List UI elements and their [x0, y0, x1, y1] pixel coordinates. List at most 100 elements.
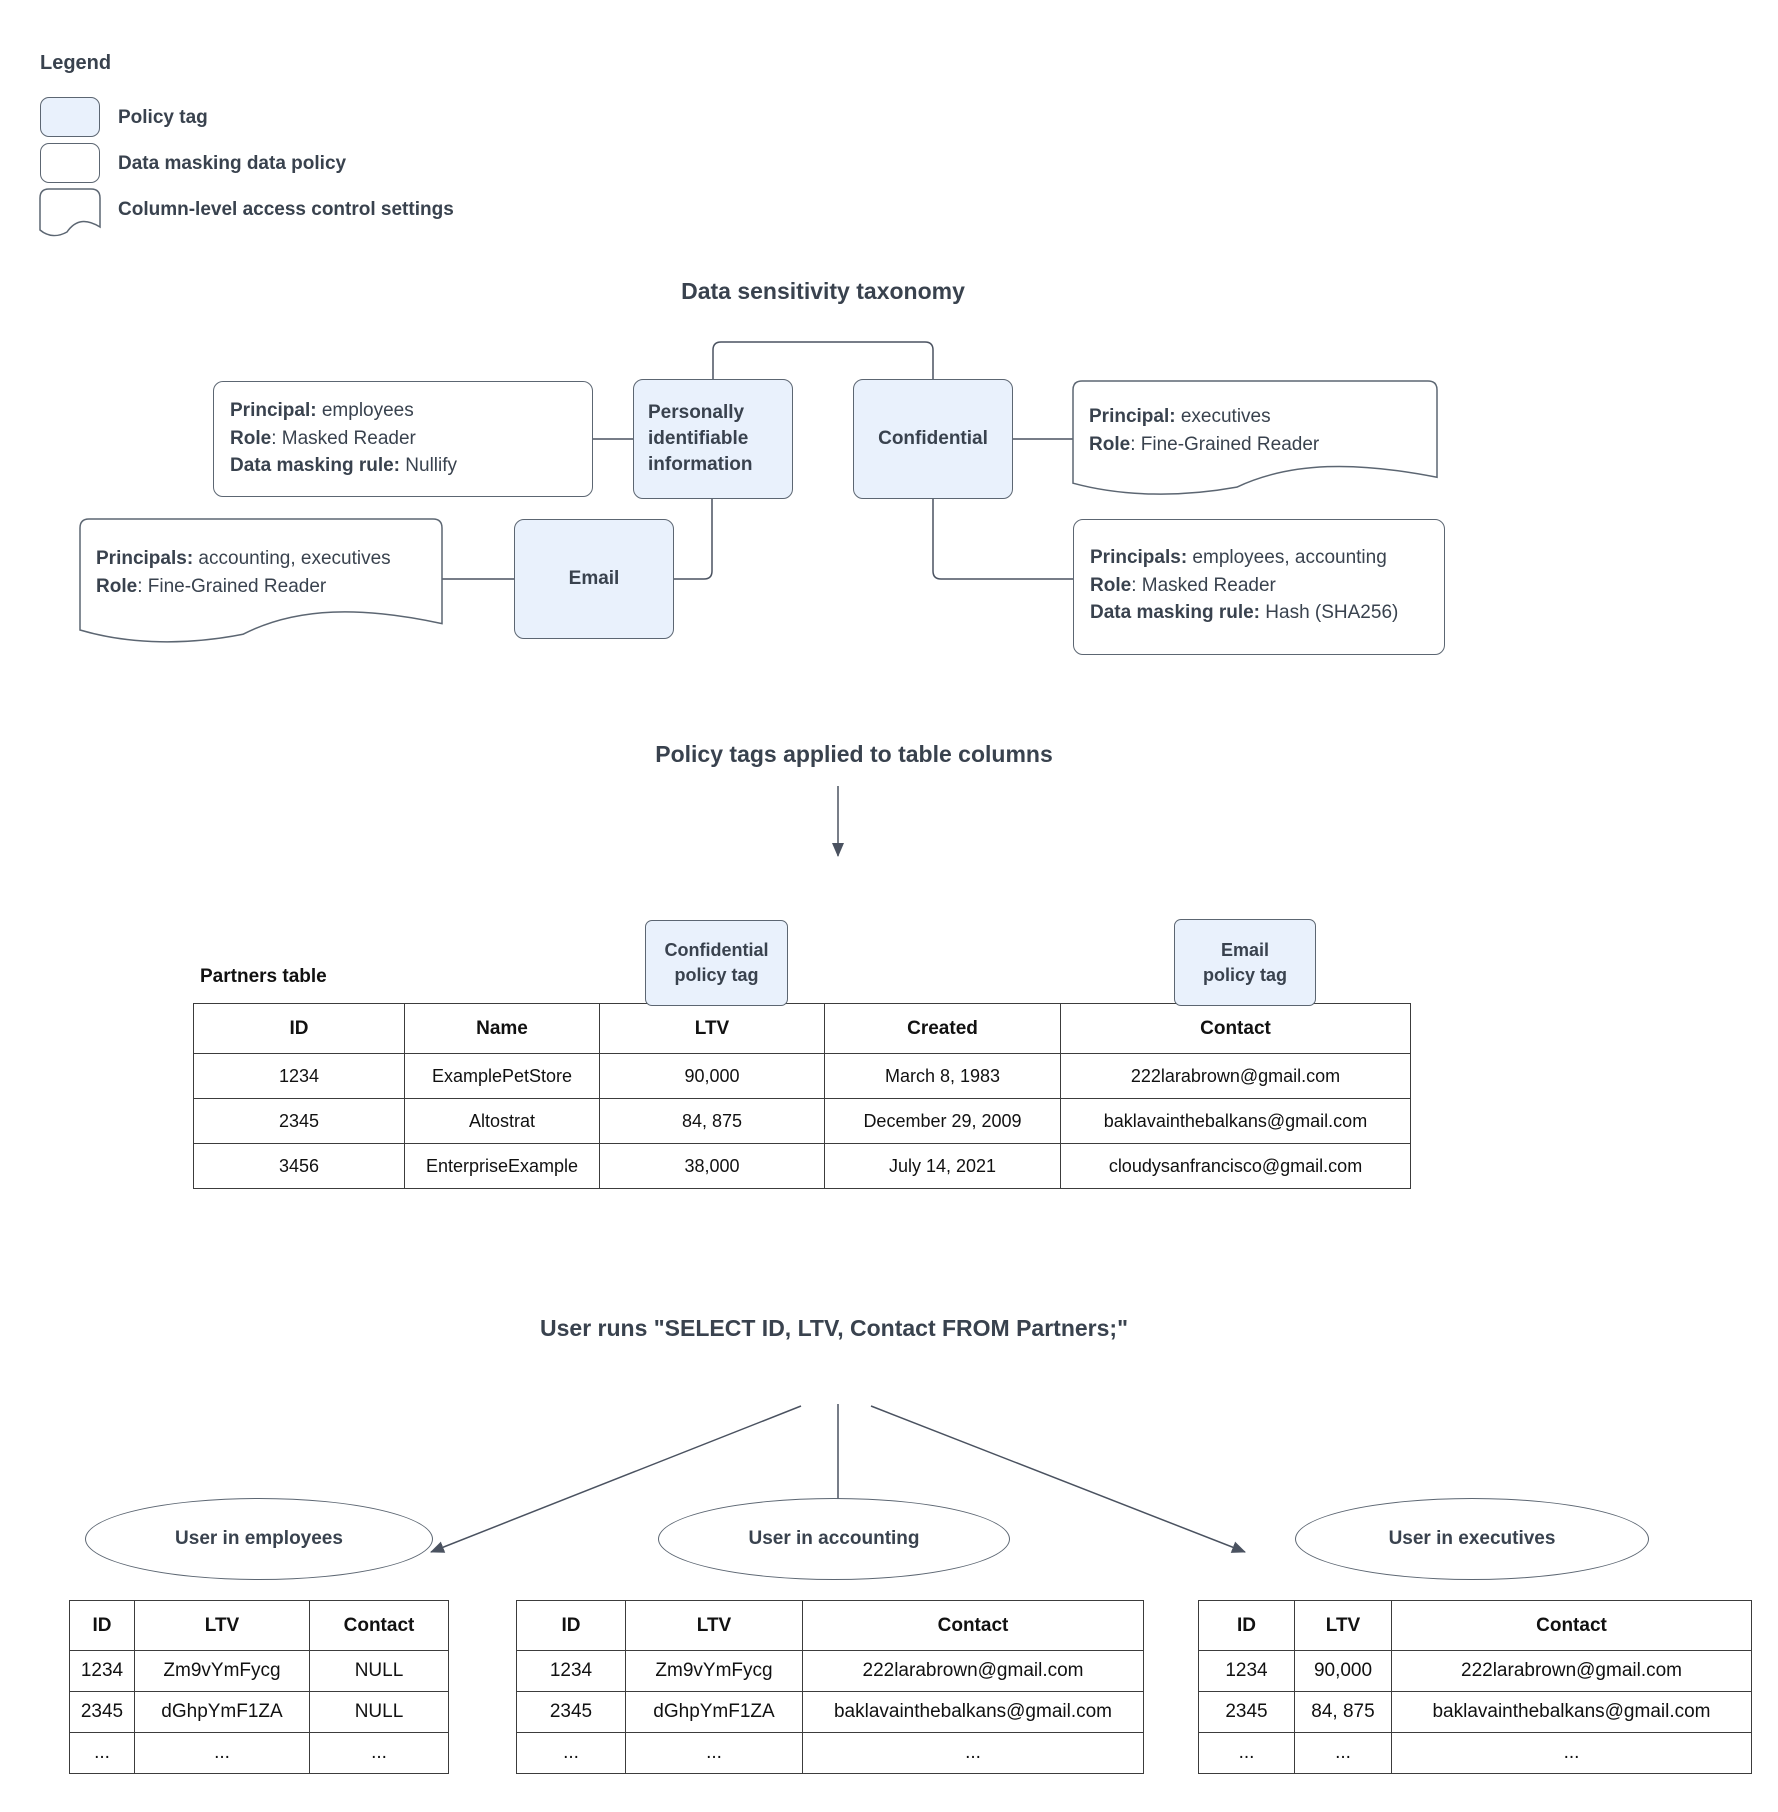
table-cell: 90,000 — [1294, 1650, 1392, 1692]
table-cell: 1234 — [69, 1650, 135, 1692]
table-cell: ... — [802, 1732, 1144, 1774]
table-cell: Altostrat — [404, 1098, 600, 1144]
policy-tag-node-pii: Personally identifiable information — [633, 379, 793, 499]
table-cell: 38,000 — [599, 1143, 825, 1189]
column-header: Contact — [309, 1600, 449, 1651]
legend-data-policy-swatch — [40, 143, 100, 183]
chip-line: policy tag — [674, 965, 759, 985]
oval-user-in-executives: User in executives — [1295, 1498, 1649, 1580]
access-control-box-accounting-executives: Principals: accounting, executives Role:… — [79, 518, 443, 645]
table-cell: dGhpYmF1ZA — [625, 1691, 803, 1733]
table-cell: cloudysanfrancisco@gmail.com — [1060, 1143, 1411, 1189]
wavy-shape — [1072, 380, 1438, 495]
table-cell: ... — [134, 1732, 310, 1774]
legend-access-control-swatch — [39, 188, 101, 237]
table-row: ......... — [516, 1732, 1144, 1774]
arrow-query-left — [430, 1405, 802, 1553]
table-cell: baklavainthebalkans@gmail.com — [802, 1691, 1144, 1733]
legend-item-access-control: Column-level access control settings — [118, 199, 454, 220]
table-cell: EnterpriseExample — [404, 1143, 600, 1189]
column-header: LTV — [1294, 1600, 1392, 1651]
table-cell: 1234 — [516, 1650, 626, 1692]
legend-item-policy-tag: Policy tag — [118, 107, 208, 128]
policy-tag-node-confidential: Confidential — [853, 379, 1013, 499]
table-cell: ... — [309, 1732, 449, 1774]
table-cell: 2345 — [1198, 1691, 1295, 1733]
table-cell: 84, 875 — [599, 1098, 825, 1144]
table-cell: March 8, 1983 — [824, 1053, 1061, 1099]
data-policy-box-hash-sha256: Principals: employees, accounting Role: … — [1073, 519, 1445, 655]
table-cell: NULL — [309, 1650, 449, 1692]
table-cell: baklavainthebalkans@gmail.com — [1391, 1691, 1752, 1733]
column-header: LTV — [599, 1003, 825, 1054]
table-cell: ... — [1198, 1732, 1295, 1774]
email-policy-tag-chip: Email policy tag — [1174, 919, 1316, 1006]
table-cell: July 14, 2021 — [824, 1143, 1061, 1189]
oval-label: User in executives — [1388, 1528, 1556, 1549]
confidential-policy-tag-chip: Confidential policy tag — [645, 920, 788, 1006]
arrow-query-right — [870, 1405, 1246, 1553]
table-cell: 222larabrown@gmail.com — [1391, 1650, 1752, 1692]
legend-item-data-policy: Data masking data policy — [118, 153, 347, 174]
table-cell: ExamplePetStore — [404, 1053, 600, 1099]
column-header: ID — [193, 1003, 405, 1054]
legend-title: Legend — [40, 52, 112, 74]
policy-line: Principal: executives — [1089, 406, 1271, 427]
column-header: ID — [516, 1600, 626, 1651]
pii-node-label: Personally identifiable information — [648, 402, 753, 475]
chip-line: Confidential — [664, 940, 769, 960]
policy-line: Principals: accounting, executives — [96, 548, 391, 569]
table-cell: baklavainthebalkans@gmail.com — [1060, 1098, 1411, 1144]
connector-confidential-to-hash-policy — [932, 499, 1073, 580]
connector-email-to-pii — [674, 499, 713, 580]
confidential-node-label: Confidential — [878, 428, 988, 449]
policy-tags-section-title: Policy tags applied to table columns — [655, 741, 1053, 767]
policy-line: Principal: employees — [230, 400, 414, 421]
access-control-box-executives: Principal: executives Role: Fine-Grained… — [1072, 380, 1438, 497]
column-header: LTV — [134, 1600, 310, 1651]
column-header: ID — [69, 1600, 135, 1651]
table-cell: Zm9vYmFycg — [134, 1650, 310, 1692]
table-cell: ... — [1294, 1732, 1392, 1774]
chip-line: policy tag — [1202, 964, 1287, 985]
policy-line: Role: Fine-Grained Reader — [96, 575, 327, 597]
column-header: Name — [404, 1003, 600, 1054]
policy-line: Data masking rule: Nullify — [230, 455, 458, 476]
oval-label: User in accounting — [748, 1528, 920, 1549]
table-cell: 90,000 — [599, 1053, 825, 1099]
policy-tag-node-email: Email — [514, 519, 674, 639]
policy-line: Role: Masked Reader — [1090, 574, 1276, 596]
connector-taxonomy-bracket — [712, 341, 934, 379]
wavy-shape — [79, 518, 443, 643]
table-cell: NULL — [309, 1691, 449, 1733]
table-cell: ... — [516, 1732, 626, 1774]
wavy-shape-icon — [39, 188, 101, 237]
data-policy-box-employees-nullify: Principal: employees Role: Masked Reader… — [213, 381, 593, 497]
column-header: Contact — [1060, 1003, 1411, 1054]
table-cell: 1234 — [1198, 1650, 1295, 1692]
taxonomy-title: Data sensitivity taxonomy — [681, 278, 965, 304]
column-header: Contact — [1391, 1600, 1752, 1651]
oval-user-in-employees: User in employees — [85, 1498, 433, 1580]
column-header: ID — [1198, 1600, 1295, 1651]
query-title: User runs "SELECT ID, LTV, Contact FROM … — [540, 1315, 1128, 1341]
table-cell: 222larabrown@gmail.com — [802, 1650, 1144, 1692]
oval-label: User in employees — [175, 1528, 343, 1549]
policy-line: Principals: employees, accounting — [1090, 547, 1387, 568]
table-cell: ... — [69, 1732, 135, 1774]
table-cell: dGhpYmF1ZA — [134, 1691, 310, 1733]
table-cell: 84, 875 — [1294, 1691, 1392, 1733]
table-row: ......... — [1198, 1732, 1752, 1774]
